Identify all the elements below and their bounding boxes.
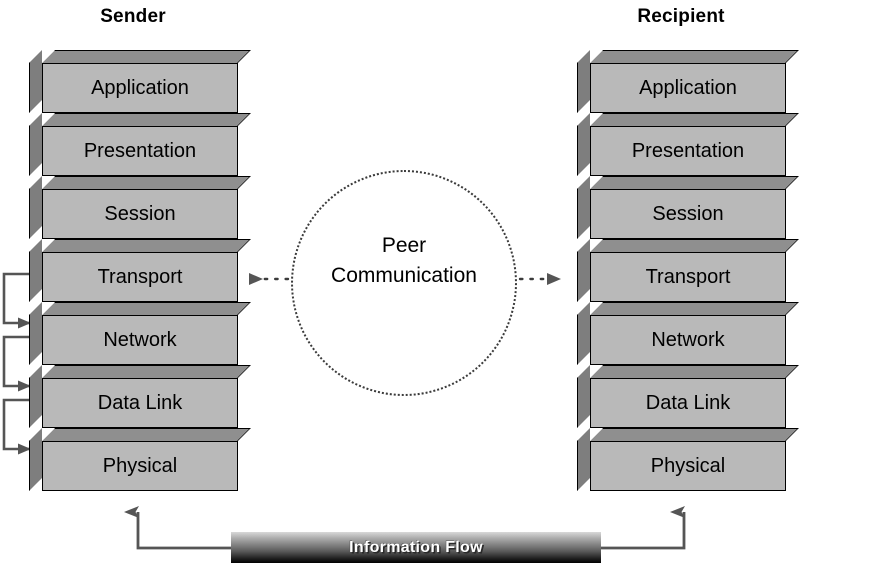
layer-box-top-face [42,365,251,378]
layer-box-recipient-data-link[interactable]: Data Link [577,365,786,428]
layer-box-recipient-application[interactable]: Application [577,50,786,113]
layer-box-front-face: Application [42,63,238,113]
layer-box-front-face: Network [42,315,238,365]
layer-box-sender-presentation[interactable]: Presentation [29,113,238,176]
peer-communication-label: Peer Communication [291,231,517,291]
layer-box-top-face [590,239,799,252]
layer-label: Presentation [631,140,745,162]
layer-box-front-face: Data Link [590,378,786,428]
peer-label-line1: Peer [381,234,427,257]
layer-label: Network [103,329,177,351]
peer-label-line2: Communication [331,264,477,287]
layer-box-recipient-physical[interactable]: Physical [577,428,786,491]
layer-label: Session [652,203,724,225]
layer-box-top-face [42,239,251,252]
encapsulation-arrow-network-datalink [2,335,36,392]
layer-box-front-face: Physical [42,441,238,491]
layer-box-recipient-transport[interactable]: Transport [577,239,786,302]
layer-box-front-face: Transport [42,252,238,302]
sender-stack-title: Sender [100,6,166,27]
layer-box-recipient-presentation[interactable]: Presentation [577,113,786,176]
layer-box-front-face: Application [590,63,786,113]
layer-label: Network [651,329,725,351]
layer-box-recipient-network[interactable]: Network [577,302,786,365]
layer-box-sender-transport[interactable]: Transport [29,239,238,302]
layer-box-top-face [42,50,251,63]
layer-box-front-face: Physical [590,441,786,491]
layer-box-top-face [590,50,799,63]
layer-label: Physical [650,455,726,477]
information-flow-arrow-right [601,506,686,550]
layer-box-front-face: Network [590,315,786,365]
layer-box-sender-data-link[interactable]: Data Link [29,365,238,428]
layer-label: Data Link [645,392,731,414]
layer-box-top-face [42,428,251,441]
information-flow-arrow-left [124,506,231,550]
layer-box-sender-network[interactable]: Network [29,302,238,365]
layer-box-top-face [590,365,799,378]
layer-box-front-face: Session [42,189,238,239]
layer-label: Data Link [97,392,183,414]
layer-box-top-face [590,428,799,441]
layer-box-sender-physical[interactable]: Physical [29,428,238,491]
recipient-stack-title: Recipient [637,6,725,27]
layer-box-top-face [42,302,251,315]
layer-label: Physical [102,455,178,477]
layer-box-recipient-session[interactable]: Session [577,176,786,239]
information-flow-bar: Information Flow [231,532,601,563]
encapsulation-arrow-transport-network [2,272,36,329]
information-flow-label: Information Flow [349,538,483,556]
peer-communication-circle [291,170,517,396]
layer-box-front-face: Data Link [42,378,238,428]
layer-label: Transport [645,266,731,288]
layer-box-top-face [42,176,251,189]
layer-box-front-face: Session [590,189,786,239]
layer-box-sender-session[interactable]: Session [29,176,238,239]
layer-label: Application [91,77,189,99]
layer-box-front-face: Presentation [42,126,238,176]
encapsulation-arrow-datalink-physical [2,398,36,455]
layer-box-top-face [590,113,799,126]
layer-label: Transport [97,266,183,288]
layer-box-top-face [42,113,251,126]
layer-box-top-face [590,176,799,189]
layer-box-top-face [590,302,799,315]
layer-label: Application [639,77,737,99]
layer-box-sender-application[interactable]: Application [29,50,238,113]
layer-box-front-face: Transport [590,252,786,302]
layer-box-front-face: Presentation [590,126,786,176]
layer-label: Session [104,203,176,225]
layer-label: Presentation [83,140,197,162]
